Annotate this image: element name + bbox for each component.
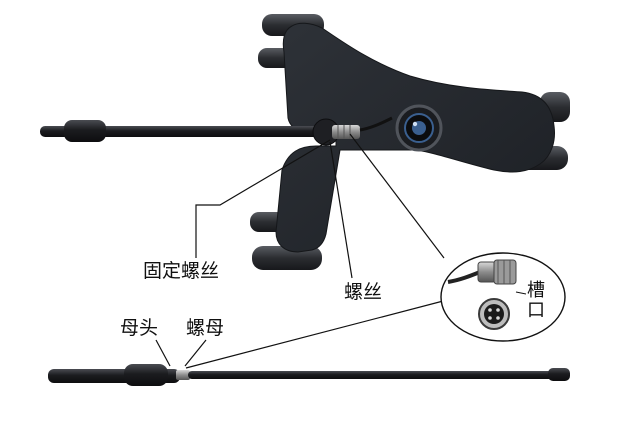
leader-lines (155, 133, 448, 369)
push-rod-icon (48, 364, 570, 386)
slot-label-line1: 槽 (527, 280, 545, 301)
connector-plug-icon (447, 259, 517, 285)
screw-label: 螺丝 (344, 281, 383, 303)
nut-label: 螺母 (186, 317, 225, 339)
slot-label-line2: 口 (527, 300, 545, 321)
connector-detail-callout (440, 252, 566, 342)
camera-lens-icon (395, 104, 443, 152)
fixing-screw-label: 固定螺丝 (143, 260, 220, 282)
push-rod-icon (40, 116, 393, 146)
connector-socket-icon (478, 298, 510, 330)
female-head-label: 母头 (120, 317, 159, 339)
